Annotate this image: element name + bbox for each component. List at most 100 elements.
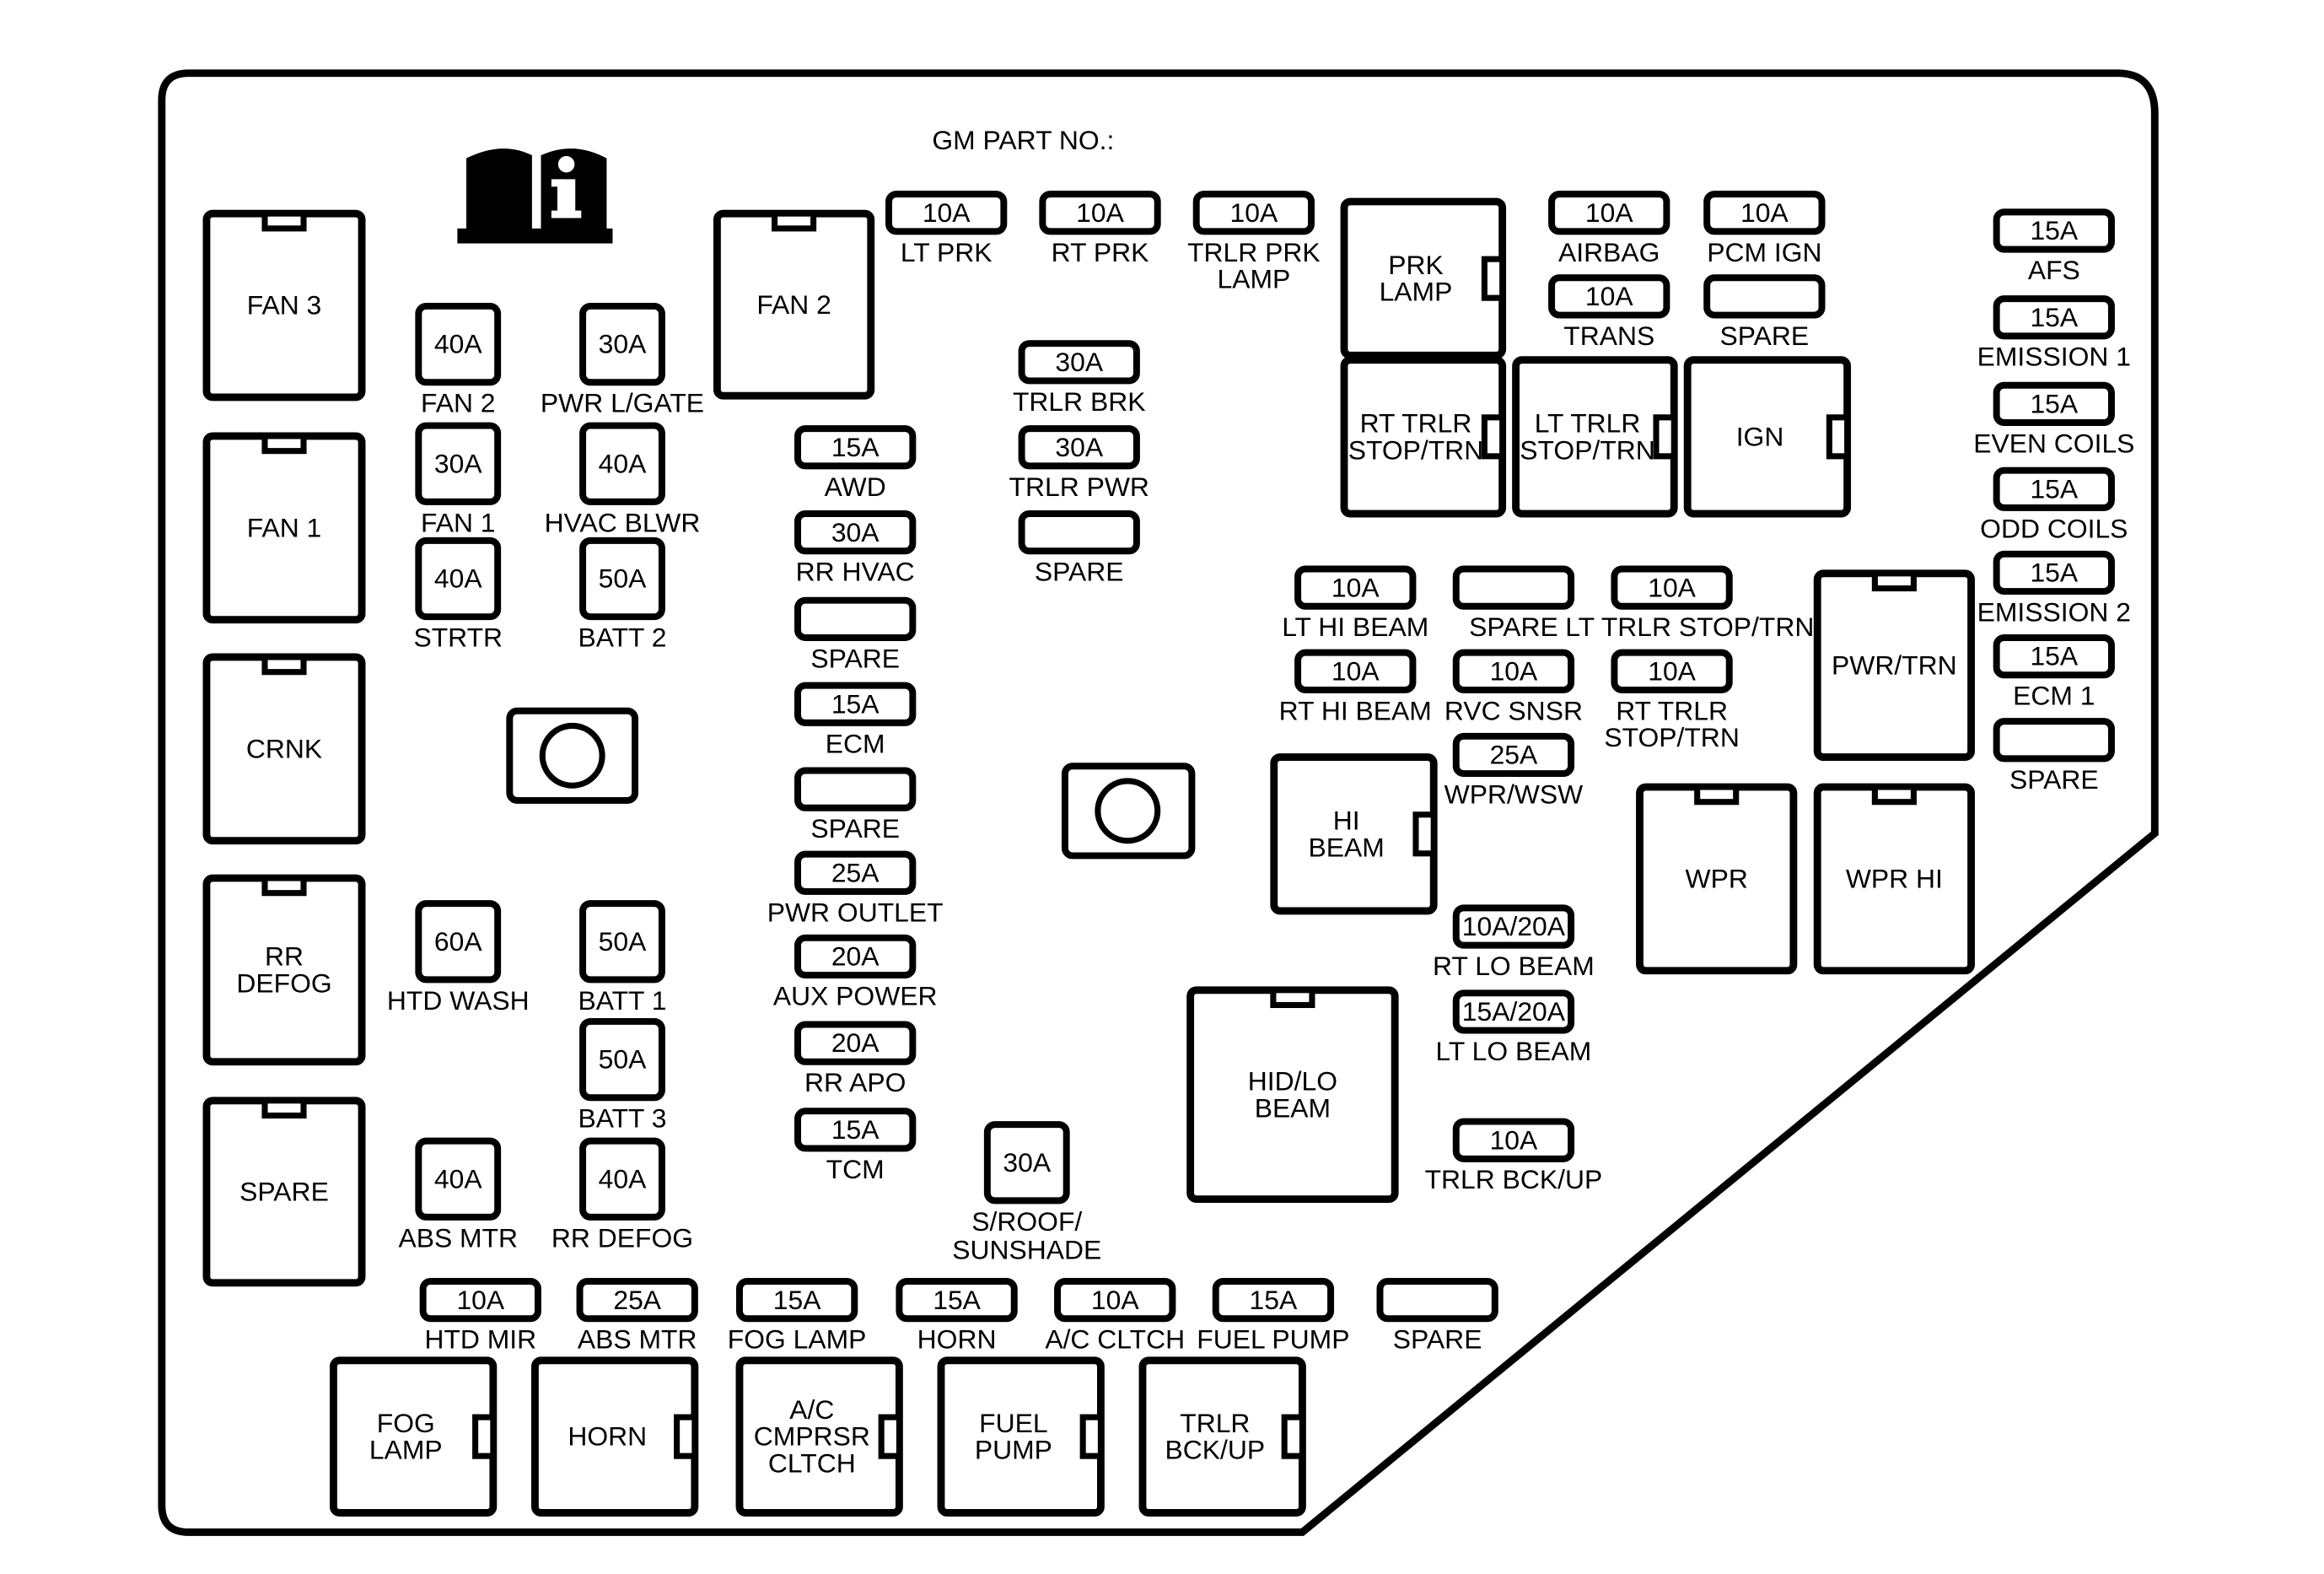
fuse-label: HTD MIR [424, 1324, 536, 1355]
fuse-label: STRTR [413, 623, 503, 653]
fuse-label: TRLR PRK [1187, 237, 1321, 267]
mounting-boss-left [506, 707, 639, 804]
fuse-body [1452, 989, 1575, 1034]
fuse-label: LT HI BEAM [1282, 612, 1428, 642]
relay-label: FAN 3 [247, 290, 322, 321]
relay-ign: IGN [1683, 356, 1852, 518]
fuse-label: RR HVAC [796, 557, 915, 587]
fuse-rating: 25A [1490, 740, 1538, 770]
fuse-label: RT PRK [1052, 237, 1149, 267]
fuse-label: EMISSION 1 [1977, 342, 2131, 372]
fuse-label: SPARE [1035, 557, 1124, 587]
fuse-label: SPARE [810, 643, 900, 673]
fuse-label: S/ROOF/ [971, 1206, 1082, 1237]
relay-label: TRLR [1180, 1408, 1250, 1438]
fuse-label: HORN [917, 1324, 997, 1355]
fuse-body [1054, 1278, 1176, 1323]
relay-tab [261, 433, 307, 455]
relay-label: SPARE [239, 1176, 329, 1206]
mini-fuse-lt-trlr-stop-trn: 10A LT TRLR STOP/TRN [1565, 565, 1814, 642]
mini-fuse-spare-trlr: SPARE [1018, 510, 1140, 587]
relay-label: RR [265, 941, 304, 972]
fuse-body [1548, 274, 1670, 319]
fuse-label: RR APO [804, 1067, 906, 1097]
fuse-body [794, 850, 917, 895]
fuse-body [1993, 633, 2115, 679]
fuse-rating: 40A [599, 448, 647, 478]
relay-label: FUEL [979, 1408, 1047, 1438]
relay-label: LAMP [369, 1435, 443, 1465]
fuse-body [579, 1017, 665, 1102]
fuse-rating: 40A [434, 329, 482, 359]
mini-fuse-spare-hb: SPARE [1452, 565, 1575, 642]
relay-label: HORN [568, 1421, 647, 1452]
fuse-rating: 10A [1648, 572, 1696, 602]
relay-label: HI [1333, 805, 1360, 835]
relay-label: HID/LO [1248, 1065, 1337, 1096]
fuse-body [579, 302, 665, 386]
relay-tab [1270, 987, 1315, 1009]
fuse-label: BATT 3 [578, 1103, 666, 1134]
relay-tab [261, 210, 307, 232]
fuse-label: FAN 2 [421, 388, 496, 418]
fuse-body [794, 767, 917, 811]
fuse-body [1018, 425, 1140, 470]
fuse-rating: 20A [831, 941, 880, 972]
fuse-body [1452, 732, 1575, 778]
relay-pwr-trn: PWR/TRN [1813, 569, 1975, 762]
fuse-label: AWD [825, 472, 886, 502]
relay-tab [1871, 784, 1917, 806]
fuse-label: LAMP [1217, 264, 1290, 294]
relay-tab [772, 210, 817, 232]
fuse-label: BATT 1 [578, 985, 666, 1016]
fuse-label: SPARE [1469, 612, 1558, 642]
fuse-rating: 15A [831, 1114, 880, 1145]
fuse-rating: 10A [1740, 197, 1789, 228]
maxi-fuse-s-roof: 30A S/ROOF/SUNSHADE [952, 1121, 1101, 1264]
fuse-label: SUNSHADE [952, 1234, 1101, 1264]
fuse-rating: 30A [1003, 1147, 1051, 1178]
relay-label: LT TRLR [1535, 408, 1641, 439]
fuse-body [415, 1137, 502, 1221]
fuse-label: LT TRLR STOP/TRN [1565, 612, 1814, 642]
fuse-label: LT PRK [901, 237, 993, 267]
fuse-rating: 10A [1091, 1285, 1139, 1315]
fuse-body [735, 1278, 858, 1323]
relay-label: CMPRSR [754, 1421, 870, 1452]
fuse-rating: 30A [1055, 432, 1103, 462]
fuse-label: ABS MTR [398, 1222, 518, 1253]
fuse-rating: 15A [831, 432, 880, 462]
relay-tab [1481, 414, 1506, 460]
fuse-rating: 10A [1585, 281, 1633, 311]
mini-fuse-spare-bottom: SPARE [1376, 1278, 1498, 1355]
relay-label: STOP/TRN [1348, 434, 1484, 465]
fuse-body [576, 1278, 698, 1323]
fuse-body [579, 422, 665, 505]
fuse-label: ECM [826, 728, 885, 758]
relay-label: BEAM [1308, 832, 1384, 862]
fuse-body [794, 682, 917, 726]
relay-label: RT TRLR [1360, 408, 1472, 439]
fuse-label: SPARE [2009, 764, 2099, 795]
fuse-body [1452, 904, 1575, 949]
fuse-label: RT LO BEAM [1433, 951, 1595, 981]
fuse-rating: 10A [456, 1285, 504, 1315]
